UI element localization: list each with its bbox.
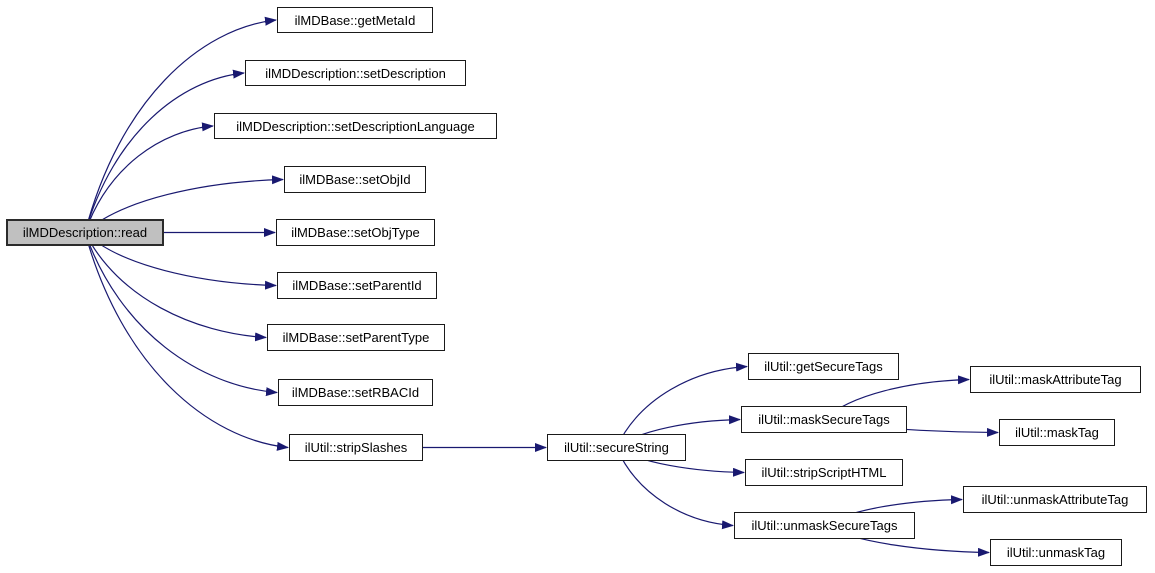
graph-node-unmaskSecureTags[interactable]: ilUtil::unmaskSecureTags xyxy=(734,512,915,539)
graph-node-secureString[interactable]: ilUtil::secureString xyxy=(547,434,686,461)
edge-read-setDescription xyxy=(84,69,245,233)
graph-node-stripSlashes[interactable]: ilUtil::stripSlashes xyxy=(289,434,423,461)
graph-node-maskTag[interactable]: ilUtil::maskTag xyxy=(999,419,1115,446)
graph-node-setParentId[interactable]: ilMDBase::setParentId xyxy=(277,272,437,299)
graph-node-maskSecureTags[interactable]: ilUtil::maskSecureTags xyxy=(741,406,907,433)
graph-node-setParentType[interactable]: ilMDBase::setParentType xyxy=(267,324,445,351)
graph-node-getSecureTags[interactable]: ilUtil::getSecureTags xyxy=(748,353,899,380)
edge-read-setRBACId xyxy=(84,232,278,397)
edge-read-getMetaId xyxy=(84,16,277,233)
edge-read-setDescriptionLanguage xyxy=(84,122,214,233)
graph-node-unmaskTag[interactable]: ilUtil::unmaskTag xyxy=(990,539,1122,566)
graph-node-setDescription[interactable]: ilMDDescription::setDescription xyxy=(245,60,466,86)
edge-secureString-getSecureTags xyxy=(615,362,748,448)
graph-node-unmaskAttributeTag[interactable]: ilUtil::unmaskAttributeTag xyxy=(963,486,1147,513)
graph-node-setDescriptionLanguage[interactable]: ilMDDescription::setDescriptionLanguage xyxy=(214,113,497,139)
edge-read-setParentType xyxy=(84,232,267,342)
graph-node-setRBACId[interactable]: ilMDBase::setRBACId xyxy=(278,379,433,406)
graph-node-setObjType[interactable]: ilMDBase::setObjType xyxy=(276,219,435,246)
graph-node-read: ilMDDescription::read xyxy=(6,219,164,246)
graph-node-stripScriptHTML[interactable]: ilUtil::stripScriptHTML xyxy=(745,459,903,486)
edge-read-stripSlashes xyxy=(84,232,289,451)
graph-node-getMetaId[interactable]: ilMDBase::getMetaId xyxy=(277,7,433,33)
graph-node-setObjId[interactable]: ilMDBase::setObjId xyxy=(284,166,426,193)
graph-node-maskAttributeTag[interactable]: ilUtil::maskAttributeTag xyxy=(970,366,1141,393)
edge-secureString-unmaskSecureTags xyxy=(615,447,734,530)
